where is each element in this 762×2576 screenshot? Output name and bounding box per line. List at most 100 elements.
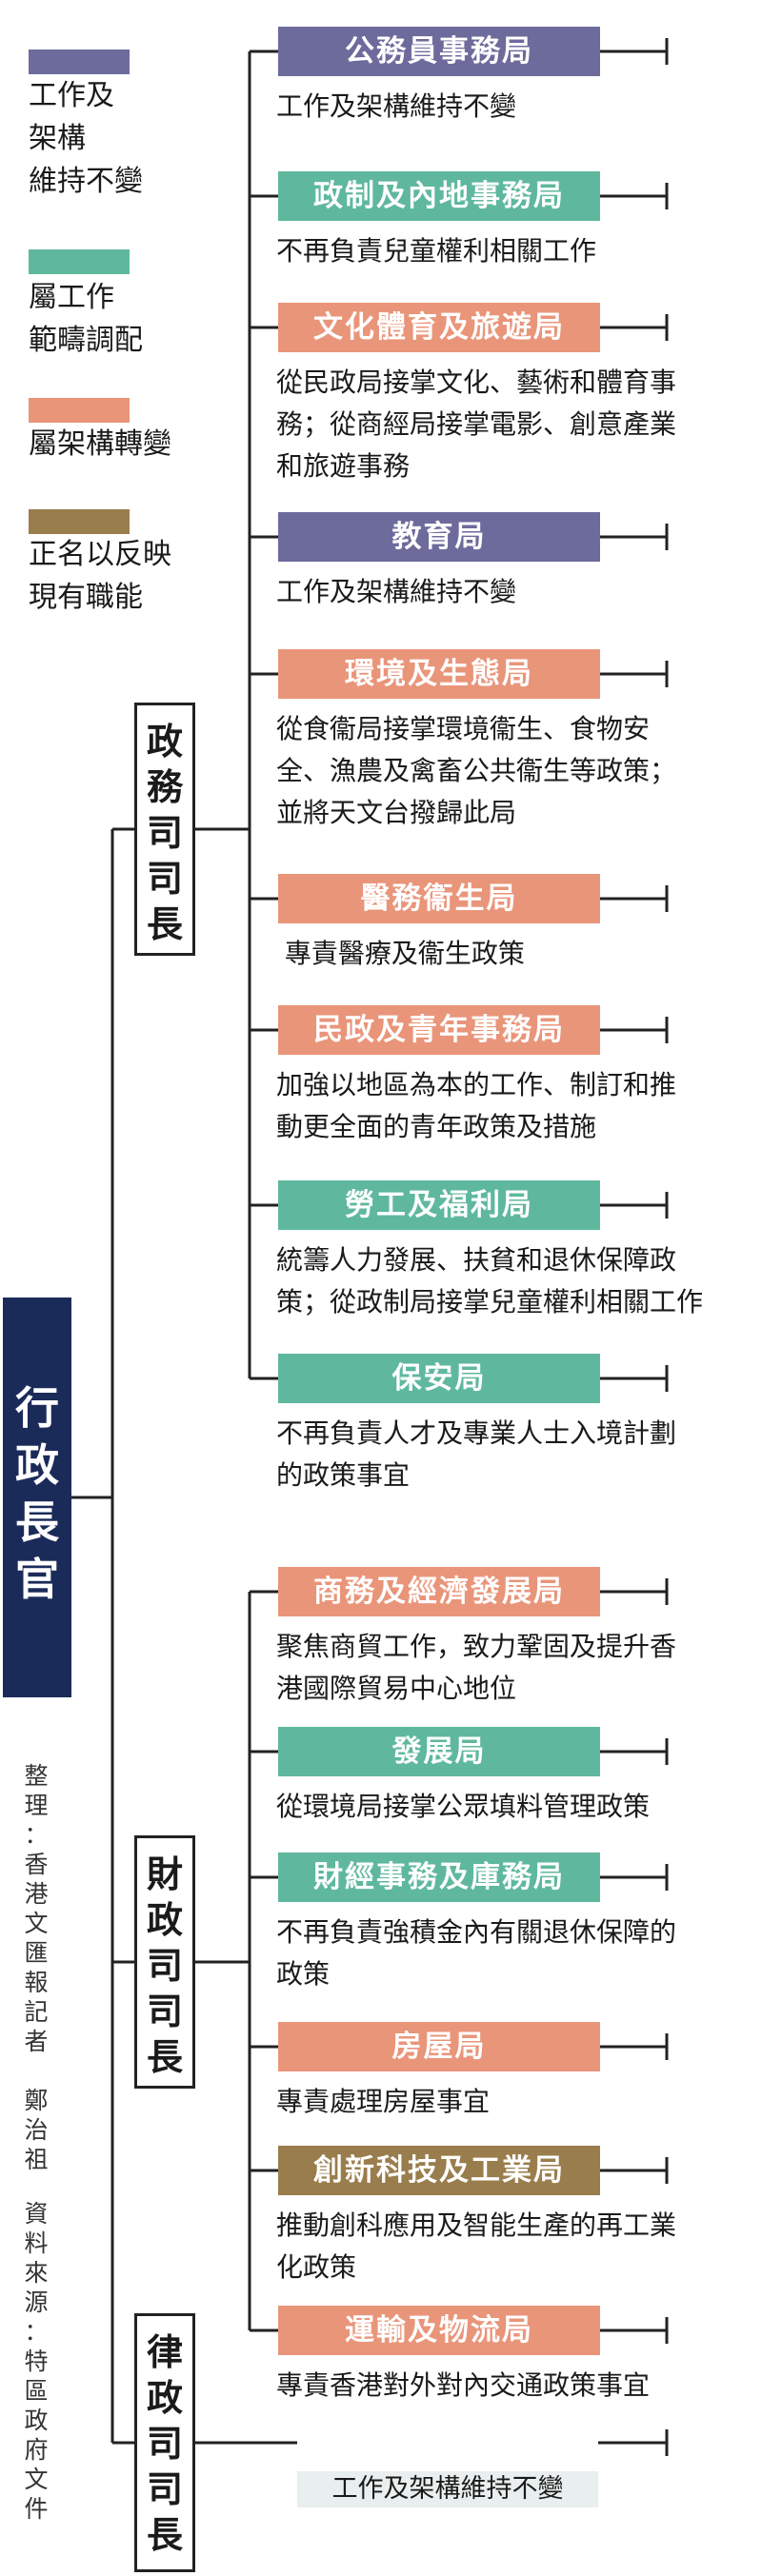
bureau-description: 加強以地區為本的工作、制訂和推動更全面的青年政策及措施 [276, 1064, 733, 1148]
bureau-description-line: 聚焦商貿工作，致力鞏固及提升香 [276, 1631, 677, 1662]
bureau-description-line: 化政策 [276, 2251, 357, 2283]
secretary-char: 長 [146, 2036, 183, 2078]
legend-label-line: 範疇調配 [29, 324, 143, 357]
bureau-description-line: 的政策事宜 [276, 1459, 411, 1491]
legend-label-line: 工作及 [29, 79, 114, 112]
bureau-description-line: 專責醫療及衞生政策 [276, 938, 525, 969]
bureau-description: 推動創科應用及智能生產的再工業化政策 [276, 2205, 733, 2289]
chief-executive-char: 政 [15, 1439, 59, 1491]
credit-char: 源 [24, 2289, 49, 2316]
bureau-description: 工作及架構維持不變 [276, 571, 733, 613]
bureau-description-line: 推動創科應用及智能生產的再工業 [276, 2209, 677, 2241]
bureau-box: 民政及青年事務局 [278, 1005, 600, 1055]
bureau-description-line: 從環境局接掌公眾填料管理政策 [276, 1791, 651, 1822]
legend-swatch [29, 509, 130, 534]
bureau-description-line: 工作及架構維持不變 [276, 90, 517, 122]
legend-label-line: 維持不變 [29, 165, 143, 198]
secretary-char: 長 [146, 903, 183, 945]
credit-char: 文 [24, 2466, 49, 2493]
bureau-description: 聚焦商貿工作，致力鞏固及提升香港國際貿易中心地位 [276, 1626, 733, 1710]
secretary-char: 政 [146, 721, 183, 763]
bureau-description-line: 不再負責人才及專業人士入境計劃 [276, 1417, 677, 1449]
bureau-description: 不再負責兒童權利相關工作 [276, 230, 733, 272]
credit-char: 政 [24, 2407, 49, 2434]
secretary-char: 司 [146, 2468, 183, 2510]
bureau-description: 從民政局接掌文化、藝術和體育事務；從商經局接掌電影、創意產業和旅遊事務 [276, 362, 733, 487]
bureau-description: 不再負責強積金內有關退休保障的政策 [276, 1912, 733, 1995]
bureau-box: 公務員事務局 [278, 27, 600, 76]
bureau-description-line: 不再負責強積金內有關退休保障的 [276, 1916, 677, 1948]
bureau-description: 專責處理房屋事宜 [276, 2081, 733, 2123]
chief-executive-box: 行政長官 [3, 1298, 71, 1697]
bureau-description-line: 動更全面的青年政策及措施 [276, 1111, 597, 1142]
credit-char: 料 [24, 2229, 49, 2257]
bureau-description-line: 專責處理房屋事宜 [276, 2086, 491, 2117]
bureau-description-line: 加強以地區為本的工作、制訂和推 [276, 1069, 677, 1100]
credit-char: 區 [24, 2377, 49, 2405]
secretary-char: 司 [146, 1991, 183, 2032]
bureau-description-line: 政策 [276, 1958, 331, 1990]
bureau-description-line: 港國際貿易中心地位 [276, 1673, 517, 1704]
bureau-box: 政制及內地事務局 [278, 171, 600, 221]
secretary-char: 政 [146, 2377, 183, 2419]
bureau-box: 環境及生態局 [278, 649, 600, 699]
bureau-box: 商務及經濟發展局 [278, 1567, 600, 1616]
legend-label-line: 正名以反映 [29, 538, 171, 571]
legend-label: 正名以反映現有職能 [29, 533, 210, 619]
bureau-description-line: 不再負責兒童權利相關工作 [276, 235, 597, 267]
credit-char: 祖 [24, 2146, 49, 2173]
bureau-box: 運輸及物流局 [278, 2306, 600, 2355]
credit-char: 文 [24, 1910, 49, 1937]
bureau-description: 專責香港對外對內交通政策事宜 [276, 2365, 733, 2407]
bureau-description-line: 和旅遊事務 [276, 450, 411, 482]
bureau-description: 從環境局接掌公眾填料管理政策 [276, 1786, 733, 1828]
legend-swatch [29, 249, 130, 274]
compiler-credit: 整理：香港文匯報記者 鄭治祖 [17, 1761, 55, 2174]
bureau-description: 不再負責人才及專業人士入境計劃的政策事宜 [276, 1413, 733, 1496]
secretary-char: 司 [146, 1945, 183, 1987]
credit-char: 來 [24, 2259, 49, 2287]
chief-secretary-box: 政務司司長 [134, 703, 195, 956]
secretary-char: 財 [146, 1853, 183, 1895]
credit-char: 記 [24, 1998, 49, 2026]
bureau-description-line: 工作及架構維持不變 [276, 576, 517, 607]
legend-label: 屬工作範疇調配 [29, 276, 210, 362]
bureau-box: 財經事務及庫務局 [278, 1853, 600, 1902]
bureau-description: 從食衞局接掌環境衞生、食物安全、漁農及禽畜公共衞生等政策；並將天文台撥歸此局 [276, 708, 733, 834]
chief-executive-char: 官 [15, 1554, 59, 1605]
secretary-char: 政 [146, 1899, 183, 1941]
bureau-description-line: 從食衞局接掌環境衞生、食物安 [276, 713, 651, 744]
legend-label-line: 現有職能 [29, 581, 143, 614]
secretary-char: 司 [146, 2423, 183, 2465]
secretary-for-justice-box: 律政司司長 [134, 2313, 195, 2572]
bureau-description-line: 從民政局接掌文化、藝術和體育事 [276, 367, 677, 398]
bureau-box: 發展局 [278, 1727, 600, 1776]
bureau-box: 文化體育及旅遊局 [278, 303, 600, 352]
credit-char: 者 [24, 2028, 49, 2055]
credit-char: 整 [24, 1762, 49, 1790]
bureau-description-line: 務；從商經局接掌電影、創意產業 [276, 408, 677, 440]
legend-label-line: 架構 [29, 122, 86, 155]
secretary-char: 務 [146, 766, 183, 808]
credit-char: 治 [24, 2116, 49, 2144]
bureau-description: 工作及架構維持不變 [276, 86, 733, 128]
credit-char: ： [24, 2318, 49, 2346]
legend-swatch [29, 50, 130, 74]
bureau-box: 房屋局 [278, 2022, 600, 2071]
bureau-description-line: 專責香港對外對內交通政策事宜 [276, 2369, 651, 2401]
secretary-char: 司 [146, 812, 183, 854]
chief-executive-char: 行 [15, 1382, 59, 1434]
bureau-box: 保安局 [278, 1354, 600, 1403]
credit-char: 匯 [24, 1939, 49, 1967]
legend-label: 屬架構轉變 [29, 423, 210, 466]
credit-char: 資 [24, 2200, 49, 2228]
credit-char: 香 [24, 1851, 49, 1878]
legend-label-line: 屬架構轉變 [29, 427, 171, 461]
credit-char: 理 [24, 1792, 49, 1819]
bureau-description: 專責醫療及衞生政策 [276, 933, 733, 975]
secretary-char: 長 [146, 2514, 183, 2556]
credit-char [17, 2056, 55, 2086]
bureau-box: 醫務衞生局 [278, 874, 600, 923]
credit-char: 報 [24, 1969, 49, 1996]
credit-char: 府 [24, 2436, 49, 2464]
